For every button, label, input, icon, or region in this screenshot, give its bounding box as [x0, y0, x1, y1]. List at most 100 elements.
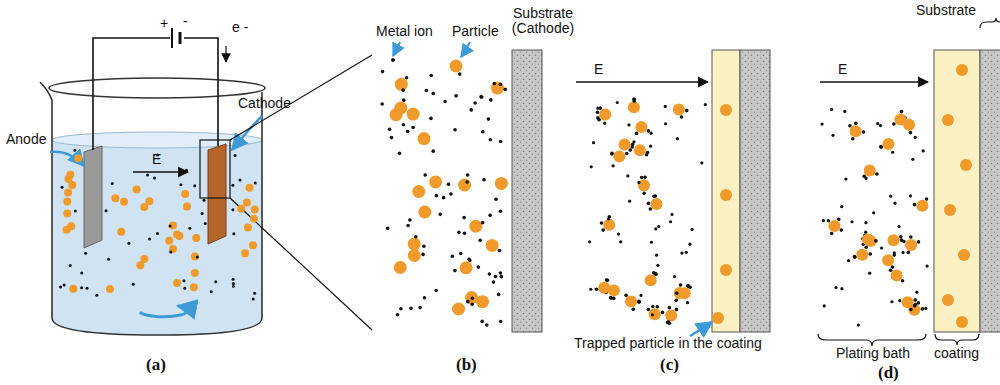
- metal-ion: [847, 259, 850, 262]
- metal-ion: [499, 140, 503, 144]
- metal-ion: [625, 152, 629, 156]
- metal-ion: [148, 237, 151, 240]
- metal-ion: [913, 298, 917, 302]
- metal-ion: [609, 296, 613, 300]
- particle: [944, 204, 956, 216]
- metal-ion: [921, 307, 925, 311]
- metal-ion: [146, 173, 149, 176]
- metal-ion: [864, 221, 867, 224]
- metal-ion: [688, 243, 691, 246]
- bracket: [818, 334, 926, 346]
- particle: [111, 194, 119, 202]
- metal-ion: [667, 320, 670, 323]
- particle: [169, 245, 177, 253]
- metal-ion: [429, 74, 433, 78]
- metal-ion: [650, 241, 653, 244]
- metal-ion: [926, 264, 929, 267]
- particle: [638, 179, 650, 191]
- metal-ion: [380, 102, 384, 106]
- metal-ion: [402, 98, 406, 102]
- particle: [395, 78, 408, 91]
- particle: [882, 254, 894, 266]
- metal-ion: [398, 152, 402, 156]
- metal-ion: [601, 228, 605, 232]
- metal-ion: [664, 122, 667, 125]
- leader-arrow: [461, 42, 470, 57]
- particle: [882, 138, 894, 150]
- metal-ion: [655, 254, 658, 257]
- metal-ion: [864, 177, 867, 180]
- particle: [68, 181, 76, 189]
- particle: [599, 109, 611, 121]
- cathode-plate: [208, 144, 226, 244]
- metal-ion: [821, 123, 824, 126]
- metal-ion: [649, 207, 653, 211]
- particle: [418, 206, 431, 219]
- metal-ion: [588, 240, 591, 243]
- metal-ion: [876, 122, 879, 125]
- panel-label: (b): [456, 356, 477, 375]
- metal-ion: [386, 226, 390, 230]
- metal-ion: [685, 109, 689, 113]
- particle: [190, 283, 198, 291]
- metal-ion: [603, 122, 606, 125]
- metal-ion: [830, 232, 834, 236]
- metal-ion: [84, 252, 87, 255]
- anode-plate: [84, 146, 102, 248]
- metal-ion: [840, 228, 844, 232]
- metal-ion: [447, 182, 451, 186]
- text-label: -: [183, 14, 188, 29]
- metal-ion: [909, 194, 912, 197]
- substrate: [740, 50, 770, 332]
- metal-ion: [499, 271, 503, 275]
- metal-ion: [434, 289, 438, 293]
- metal-ion: [616, 101, 619, 104]
- metal-ion: [234, 154, 237, 157]
- metal-ion: [657, 225, 660, 228]
- metal-ion: [864, 231, 867, 234]
- metal-ion: [466, 173, 470, 177]
- panel-label: (d): [878, 364, 899, 383]
- particle: [417, 132, 430, 145]
- metal-ion: [238, 178, 241, 181]
- metal-ion: [381, 70, 385, 74]
- metal-ion: [232, 285, 235, 288]
- metal-ion: [480, 95, 484, 99]
- metal-ion: [633, 100, 636, 103]
- particle: [74, 154, 82, 162]
- zoom-line: [230, 198, 372, 330]
- substrate: [512, 50, 542, 332]
- metal-ion: [640, 176, 644, 180]
- metal-ion: [402, 123, 406, 127]
- metal-ion: [619, 240, 622, 243]
- particle: [650, 198, 662, 210]
- metal-ion: [499, 210, 503, 214]
- metal-ion: [676, 137, 679, 140]
- metal-ion: [874, 239, 878, 243]
- beaker: [40, 78, 265, 335]
- metal-ion: [872, 211, 875, 214]
- particle: [619, 138, 631, 150]
- metal-ion: [454, 94, 458, 98]
- metal-ion: [431, 149, 435, 153]
- metal-ion: [462, 216, 466, 220]
- particle: [412, 185, 425, 198]
- metal-ion: [827, 219, 831, 223]
- metal-ion: [897, 225, 900, 228]
- metal-ion: [467, 257, 471, 261]
- metal-ion: [649, 132, 652, 135]
- metal-ion: [610, 151, 614, 155]
- metal-ion: [637, 300, 641, 304]
- metal-ion: [628, 200, 631, 203]
- coating: [712, 50, 740, 332]
- particle: [140, 255, 148, 263]
- metal-ion: [438, 213, 442, 217]
- particle: [598, 282, 610, 294]
- metal-ion: [196, 256, 199, 259]
- metal-ion: [492, 82, 496, 86]
- metal-ion: [823, 304, 826, 307]
- metal-ion: [435, 194, 439, 198]
- field-arrow: [133, 171, 188, 172]
- particle: [175, 232, 183, 240]
- metal-ion: [105, 209, 108, 212]
